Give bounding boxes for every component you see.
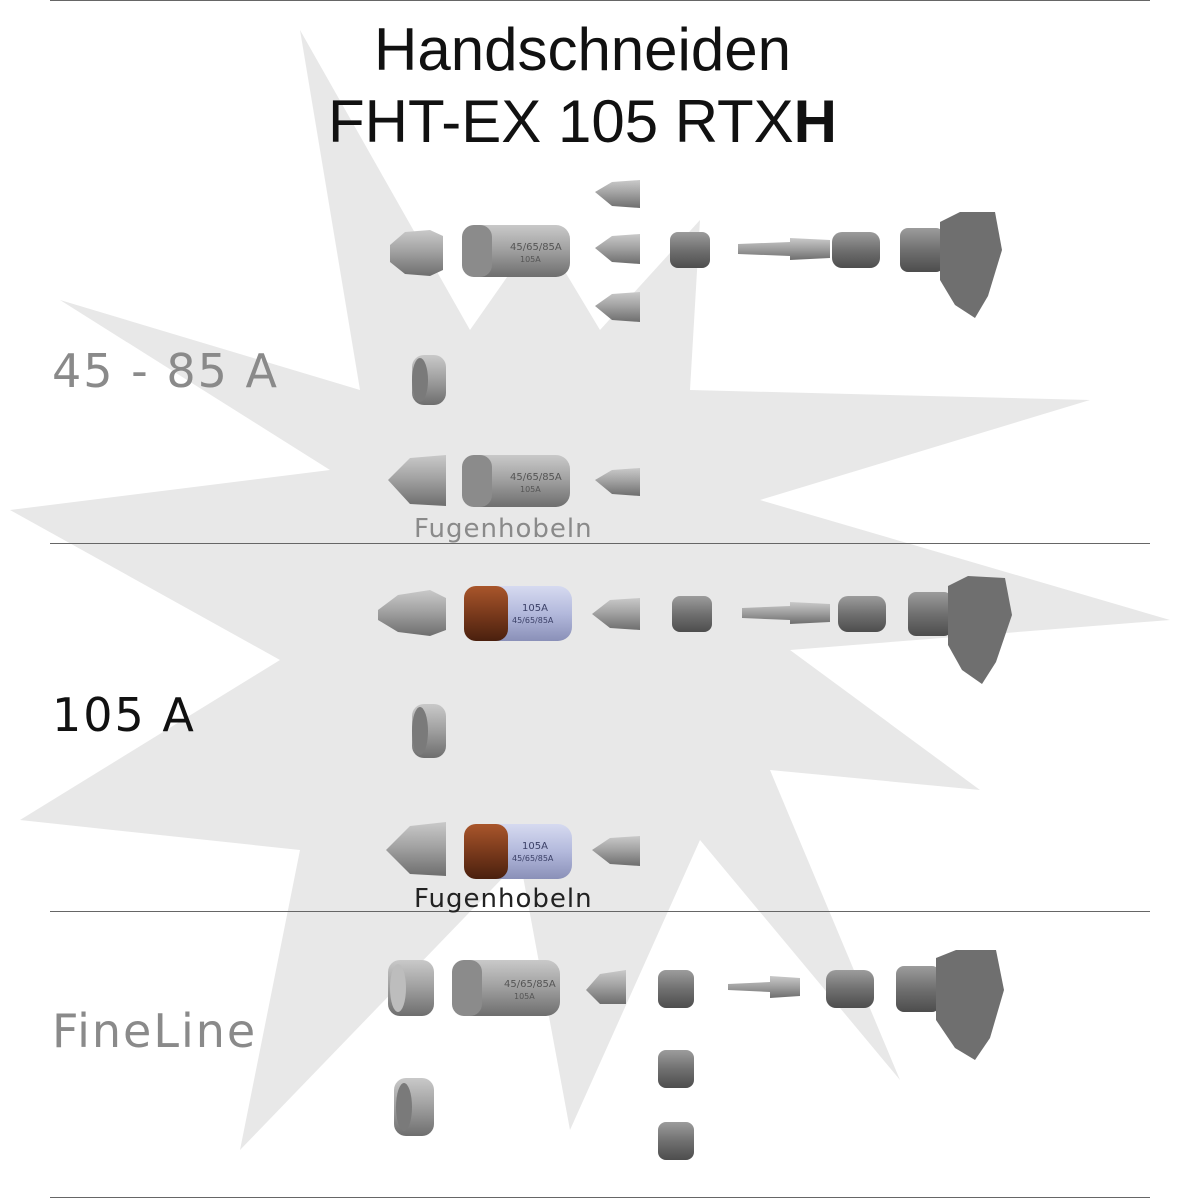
divider-top <box>50 0 1150 1</box>
row-105-main: 105A 45/65/85A <box>378 576 1012 684</box>
gouging-shield <box>388 455 446 506</box>
nozzle-3 <box>595 292 640 322</box>
torch-insulator <box>832 232 880 268</box>
torch-handle <box>940 212 1002 318</box>
burst-shape <box>10 30 1170 1150</box>
page-title-line2: FHT-EX 105 RTXH <box>327 88 838 155</box>
section-label-105: 105 A <box>52 688 196 742</box>
fineline-retaining-cap-face <box>396 1083 412 1131</box>
fineline-swirl-ring-3 <box>658 1122 694 1160</box>
fineline-torch-thread <box>896 966 940 1012</box>
fineline-electrode <box>728 976 800 998</box>
nozzle-tip <box>390 230 443 276</box>
gouging-shield-105 <box>386 822 446 876</box>
shield-thread-105 <box>464 586 508 641</box>
section-label-45-85: 45 - 85 A <box>52 344 279 398</box>
torch-insulator-105 <box>838 596 886 632</box>
retaining-cap-face <box>412 358 428 402</box>
fineline-nozzle <box>586 970 626 1004</box>
row-105-retaining-cap <box>412 704 446 758</box>
fineline-torch-handle <box>936 950 1004 1060</box>
nozzle-tip-105 <box>378 590 446 636</box>
row-fineline-extra <box>394 1050 694 1160</box>
divider-2 <box>50 911 1150 912</box>
electrode <box>738 238 830 260</box>
section-label-fineline: FineLine <box>52 1004 258 1058</box>
nozzle-105 <box>592 598 640 630</box>
row-45-85-retaining-cap <box>412 355 446 405</box>
nozzle-2 <box>595 234 640 264</box>
fineline-swirl-ring-2 <box>658 1050 694 1088</box>
gouging-cup-thread <box>462 455 492 507</box>
section-sublabel-105: Fugenhobeln <box>414 884 593 914</box>
shield-badge: 105A <box>520 255 541 264</box>
shield-badge-105: 45/65/85A <box>512 616 554 625</box>
gouging-cup-label: 45/65/85A <box>510 472 562 483</box>
row-45-85-gouging: 45/65/85A 105A <box>388 455 640 507</box>
row-45-85-main: 45/65/85A 105A <box>390 180 1002 322</box>
shield-label-105: 105A <box>522 603 548 614</box>
torch-head-thread <box>900 228 944 272</box>
shield-thread <box>462 225 492 277</box>
shield-label: 45/65/85A <box>510 242 562 253</box>
fineline-cup-badge: 105A <box>514 992 535 1001</box>
torch-head-thread-105 <box>908 592 952 636</box>
gouging-cup-105-thread <box>464 824 508 879</box>
page-title-line1: Handschneiden <box>374 16 791 83</box>
gouging-cup-105-label: 105A <box>522 841 548 852</box>
swirl-ring <box>670 232 710 268</box>
fineline-shield-face <box>390 964 406 1012</box>
fineline-insulator <box>826 970 874 1008</box>
section-sublabel-45-85: Fugenhobeln <box>414 514 593 544</box>
nozzle-1 <box>595 180 640 208</box>
row-105-gouging: 105A 45/65/85A <box>386 822 640 879</box>
gouging-nozzle <box>595 468 640 496</box>
swirl-ring-105 <box>672 596 712 632</box>
fineline-swirl-ring-1 <box>658 970 694 1008</box>
electrode-105 <box>742 602 830 624</box>
gouging-cup-badge: 105A <box>520 485 541 494</box>
gouging-cup-105-badge: 45/65/85A <box>512 854 554 863</box>
retaining-cap-105-face <box>412 707 428 755</box>
fineline-cup-thread <box>452 960 482 1016</box>
fineline-cup-label: 45/65/85A <box>504 979 556 990</box>
divider-1 <box>50 543 1150 544</box>
gouging-nozzle-105 <box>592 836 640 866</box>
torch-handle-105 <box>948 576 1012 684</box>
divider-bottom <box>50 1197 1150 1198</box>
row-fineline-main: 45/65/85A 105A <box>388 950 1004 1060</box>
